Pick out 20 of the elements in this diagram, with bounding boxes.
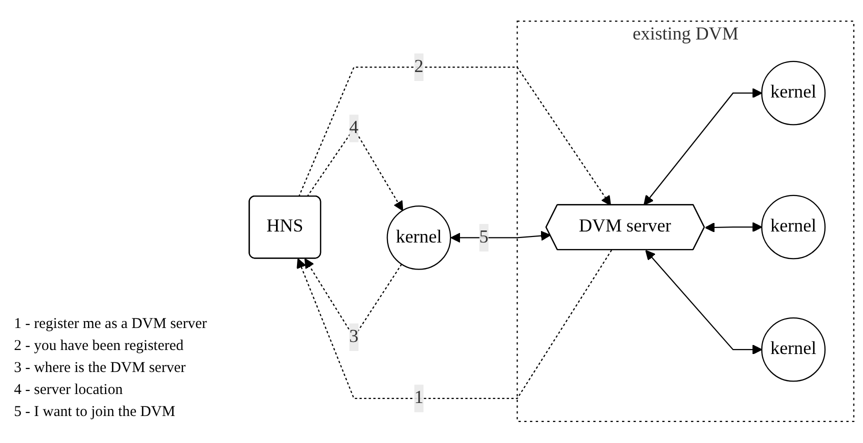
note-text: 5 - I want to join the DVM [14, 403, 176, 422]
arrow [296, 250, 612, 400]
arrow [645, 250, 762, 355]
edge-label: 5 [479, 228, 488, 248]
edge-label: 4 [349, 118, 359, 138]
note-text: 1 - register me as a DVM server [14, 315, 208, 334]
node-circle: kernel [761, 61, 826, 126]
arrow [644, 88, 762, 206]
note-text: 2 - you have been registered [14, 337, 185, 356]
node-circle: kernel [761, 318, 826, 382]
edge-label: 3 [349, 327, 359, 347]
arrow [704, 222, 762, 233]
arrow [450, 230, 551, 243]
arrow [298, 66, 612, 206]
node-circle: kernel [386, 206, 452, 270]
edge-label: 2 [414, 57, 424, 77]
note-text: 4 - server location [14, 381, 124, 400]
note-text: 3 - where is the DVM server [14, 359, 187, 378]
edge-label: 1 [414, 388, 424, 408]
node-circle: kernel [761, 195, 826, 260]
